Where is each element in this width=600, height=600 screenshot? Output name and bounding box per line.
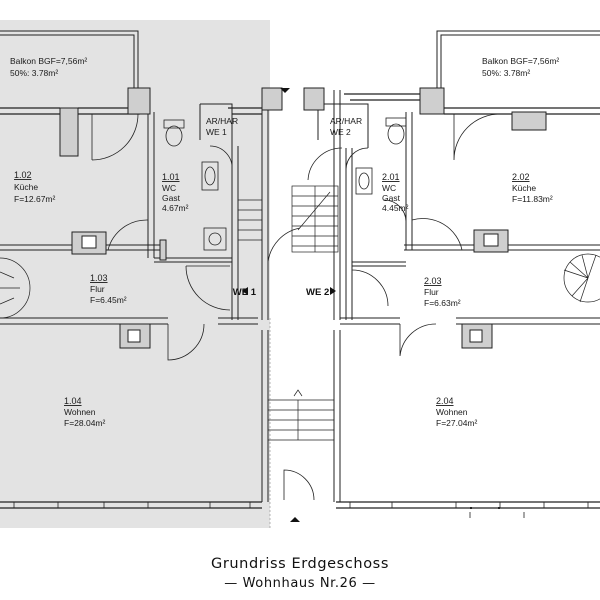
interior-walls: [0, 90, 600, 502]
svg-text:AR/HAR: AR/HAR: [330, 116, 362, 126]
label-room-1-03: 1.03 Flur F=6.45m²: [90, 273, 127, 305]
svg-text:F=6.63m²: F=6.63m²: [424, 298, 461, 308]
label-room-1-01: 1.01 WC Gast 4.67m²: [162, 172, 189, 213]
svg-text:Balkon BGF=7,56m²: Balkon BGF=7,56m²: [482, 56, 559, 66]
svg-text:4.45m²: 4.45m²: [382, 203, 409, 213]
svg-text:1.02: 1.02: [14, 170, 32, 180]
svg-text:2.03: 2.03: [424, 276, 442, 286]
svg-text:WE 2: WE 2: [330, 127, 351, 137]
separator-label-we1: WE 1: [233, 287, 257, 298]
svg-text:50%: 3.78m²: 50%: 3.78m²: [482, 68, 530, 78]
svg-text:F=28.04m²: F=28.04m²: [64, 418, 106, 428]
svg-text:Gast: Gast: [162, 193, 181, 203]
label-har-we1: AR/HAR WE 1: [206, 116, 238, 137]
doors: [91, 113, 501, 501]
svg-text:2.02: 2.02: [512, 172, 530, 182]
svg-text:Wohnen: Wohnen: [64, 407, 96, 417]
plan-title: Grundriss Erdgeschoss: [211, 556, 389, 572]
svg-text:1.04: 1.04: [64, 396, 82, 406]
svg-text:F=11.83m²: F=11.83m²: [512, 194, 553, 204]
balcony-right: [436, 30, 600, 88]
svg-text:2.04: 2.04: [436, 396, 454, 406]
label-balkon-we2: Balkon BGF=7,56m² 50%: 3.78m²: [482, 56, 559, 78]
svg-text:1.03: 1.03: [90, 273, 108, 283]
svg-text:Küche: Küche: [14, 182, 38, 192]
svg-text:F=27.04m²: F=27.04m²: [436, 418, 478, 428]
label-har-we2: AR/HAR WE 2: [330, 116, 362, 137]
svg-text:WE 1: WE 1: [206, 127, 227, 137]
sanitary-fixtures: [163, 117, 407, 251]
svg-text:Flur: Flur: [424, 287, 439, 297]
label-room-1-04: 1.04 Wohnen F=28.04m²: [64, 396, 106, 428]
label-room-2-02: 2.02 Küche F=11.83m²: [512, 172, 553, 204]
label-room-2-03: 2.03 Flur F=6.63m²: [424, 276, 461, 308]
separator-label-we2: WE 2: [306, 287, 329, 298]
svg-text:4.67m²: 4.67m²: [162, 203, 189, 213]
plan-subtitle: — Wohnhaus Nr.26 —: [224, 576, 376, 591]
svg-text:Balkon BGF=7,56m²: Balkon BGF=7,56m²: [10, 56, 87, 66]
label-balkon-we1: Balkon BGF=7,56m² 50%: 3.78m²: [10, 56, 87, 78]
spiral-staircase-left: [0, 257, 31, 319]
svg-text:F=12.67m²: F=12.67m²: [14, 194, 56, 204]
svg-text:WC: WC: [162, 183, 176, 193]
label-room-2-04: 2.04 Wohnen F=27.04m²: [436, 396, 478, 428]
spiral-staircase-right: [563, 253, 600, 303]
svg-text:2.01: 2.01: [382, 172, 400, 182]
label-room-1-02: 1.02 Küche F=12.67m²: [14, 170, 56, 204]
windows-bottom: [13, 502, 589, 518]
main-staircase: [238, 185, 339, 441]
balcony-left: [0, 30, 139, 88]
svg-text:Gast: Gast: [382, 193, 401, 203]
svg-text:F=6.45m²: F=6.45m²: [90, 295, 127, 305]
svg-text:1.01: 1.01: [162, 172, 180, 182]
label-room-2-01: 2.01 WC Gast 4.45m²: [382, 172, 409, 213]
svg-text:Küche: Küche: [512, 183, 536, 193]
svg-text:AR/HAR: AR/HAR: [206, 116, 238, 126]
svg-text:Wohnen: Wohnen: [436, 407, 468, 417]
svg-text:Flur: Flur: [90, 284, 105, 294]
wall-pillars: [59, 87, 547, 349]
entrance-markers: [242, 88, 336, 522]
svg-text:WC: WC: [382, 183, 396, 193]
svg-text:50%: 3.78m²: 50%: 3.78m²: [10, 68, 58, 78]
